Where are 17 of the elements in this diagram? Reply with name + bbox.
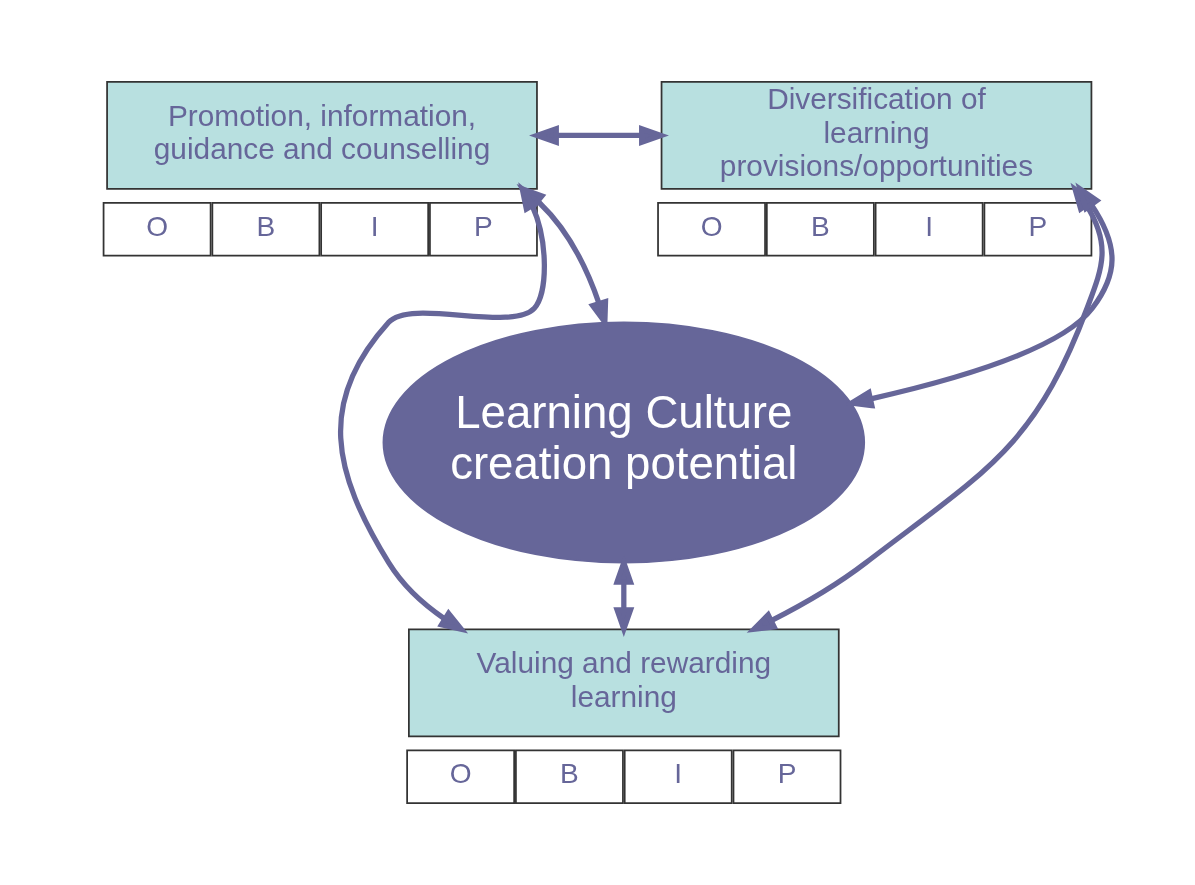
node-ellipse: Learning Culture creation potential: [382, 321, 866, 564]
node-box: O: [657, 202, 766, 257]
node-box: I: [320, 202, 430, 257]
node-box: O: [102, 202, 212, 257]
node-box: P: [429, 202, 538, 257]
arrow: [529, 124, 669, 146]
node-box: O: [406, 749, 516, 804]
node-box: Promotion, information, guidance and counselling: [106, 81, 538, 190]
node-box: B: [211, 202, 321, 257]
node-box: Valuing and rewarding learning: [408, 628, 840, 738]
node-box: B: [515, 749, 624, 804]
node-box: Diversification of learning provisions/opportunities: [660, 81, 1093, 190]
node-box: I: [623, 749, 733, 804]
node-box: P: [732, 749, 842, 804]
node-box: B: [765, 202, 875, 257]
node-box: I: [874, 202, 984, 257]
node-box: P: [983, 202, 1093, 257]
